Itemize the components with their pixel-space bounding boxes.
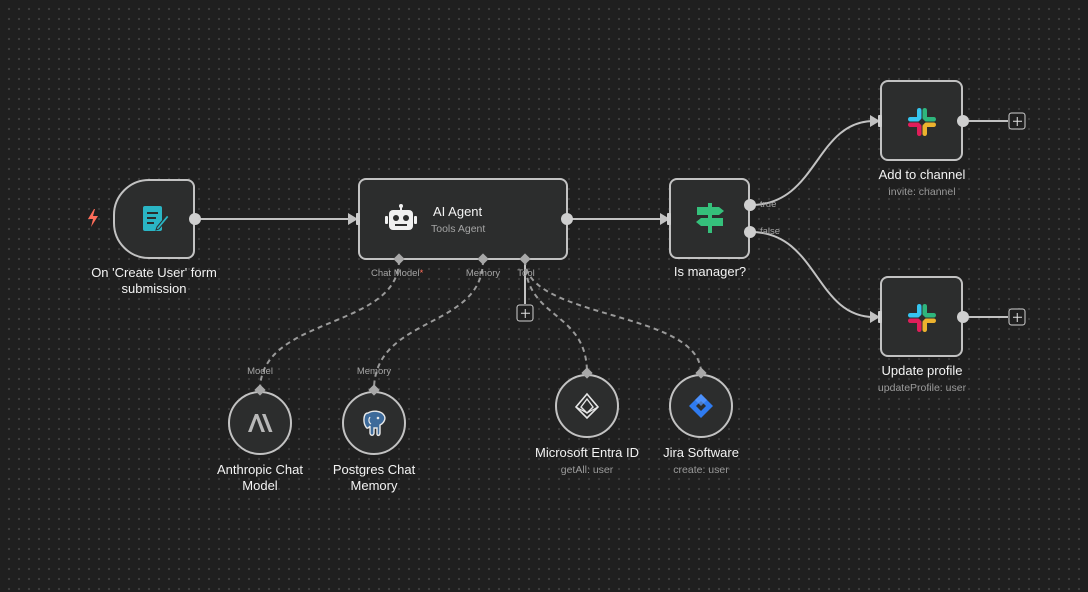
add-to-channel-input-handle[interactable] (878, 115, 882, 127)
lightning-bolt-icon (86, 208, 100, 233)
postgres-elephant-icon (362, 409, 388, 442)
add-tool-button[interactable] (516, 304, 534, 322)
tool-port-label: Tool (517, 268, 535, 279)
connection-chat-model (259, 259, 400, 391)
memory-port-label: Memory (465, 268, 501, 279)
add-to-channel-label: Add to channel (878, 167, 966, 182)
ai-agent-subtitle: Tools Agent (431, 223, 486, 235)
anthropic-label-line2: Model (242, 478, 278, 493)
postgres-chat-memory-node[interactable] (342, 391, 406, 455)
connection-switch-true-to-add-channel (750, 120, 875, 206)
form-trigger-node[interactable] (113, 179, 195, 259)
chat-model-port-label: Chat Model* (371, 268, 423, 279)
is-manager-label: Is manager? (673, 264, 747, 279)
slack-icon (905, 105, 939, 144)
false-output-label: false (760, 226, 781, 237)
jira-icon (688, 393, 714, 424)
signpost-icon (693, 201, 727, 240)
add-to-channel-node[interactable] (880, 80, 963, 161)
chat-model-port-text: Chat Model (371, 268, 420, 279)
connection-tool-jira (524, 259, 702, 374)
jira-subtitle: create: user (673, 464, 729, 476)
is-manager-node[interactable] (669, 178, 750, 259)
anthropic-icon (247, 413, 273, 438)
add-to-channel-subtitle: invite: channel (888, 186, 956, 198)
anthropic-chat-model-node[interactable] (228, 391, 292, 455)
is-manager-true-handle[interactable] (744, 199, 756, 211)
update-profile-node[interactable] (880, 276, 963, 357)
arrowhead-agent-input (348, 213, 358, 225)
is-manager-false-handle[interactable] (744, 226, 756, 238)
form-trigger-output-handle[interactable] (189, 213, 201, 225)
ai-agent-input-handle[interactable] (356, 213, 360, 225)
postgres-label-line2: Memory (350, 478, 398, 493)
arrowhead-update-profile-input (870, 311, 880, 323)
form-icon (139, 203, 171, 240)
update-profile-subtitle: updateProfile: user (877, 382, 967, 394)
robot-icon (384, 204, 418, 241)
postgres-label-line1: Postgres Chat (332, 462, 416, 477)
ai-agent-node[interactable]: AI Agent Tools Agent (358, 178, 568, 260)
update-profile-label: Update profile (881, 363, 963, 378)
entra-subtitle: getAll: user (560, 464, 614, 476)
slack-icon (905, 301, 939, 340)
jira-label: Jira Software (663, 445, 739, 460)
jira-software-node[interactable] (669, 374, 733, 438)
connection-switch-false-to-update-profile (750, 231, 875, 318)
microsoft-entra-id-node[interactable] (555, 374, 619, 438)
add-to-channel-output-handle[interactable] (957, 115, 969, 127)
update-profile-output-handle[interactable] (957, 311, 969, 323)
required-asterisk: * (419, 268, 424, 279)
connection-tool-entra (524, 259, 588, 374)
add-node-after-add-to-channel-button[interactable] (1008, 112, 1026, 130)
is-manager-input-handle[interactable] (667, 213, 671, 225)
add-node-after-update-profile-button[interactable] (1008, 308, 1026, 326)
arrowhead-add-channel-input (870, 115, 880, 127)
anthropic-label-line1: Anthropic Chat (217, 462, 303, 477)
anthropic-port-label: Model (247, 366, 273, 377)
entra-id-icon (574, 392, 600, 425)
ai-agent-output-handle[interactable] (561, 213, 573, 225)
connection-memory (373, 259, 484, 391)
arrowhead-switch-input (660, 213, 670, 225)
entra-label: Microsoft Entra ID (534, 445, 640, 460)
update-profile-input-handle[interactable] (878, 311, 882, 323)
true-output-label: true (760, 199, 777, 210)
ai-agent-title: AI Agent (433, 204, 483, 219)
form-trigger-label: On 'Create User' form submission (91, 265, 217, 296)
postgres-port-label: Memory (356, 366, 392, 377)
